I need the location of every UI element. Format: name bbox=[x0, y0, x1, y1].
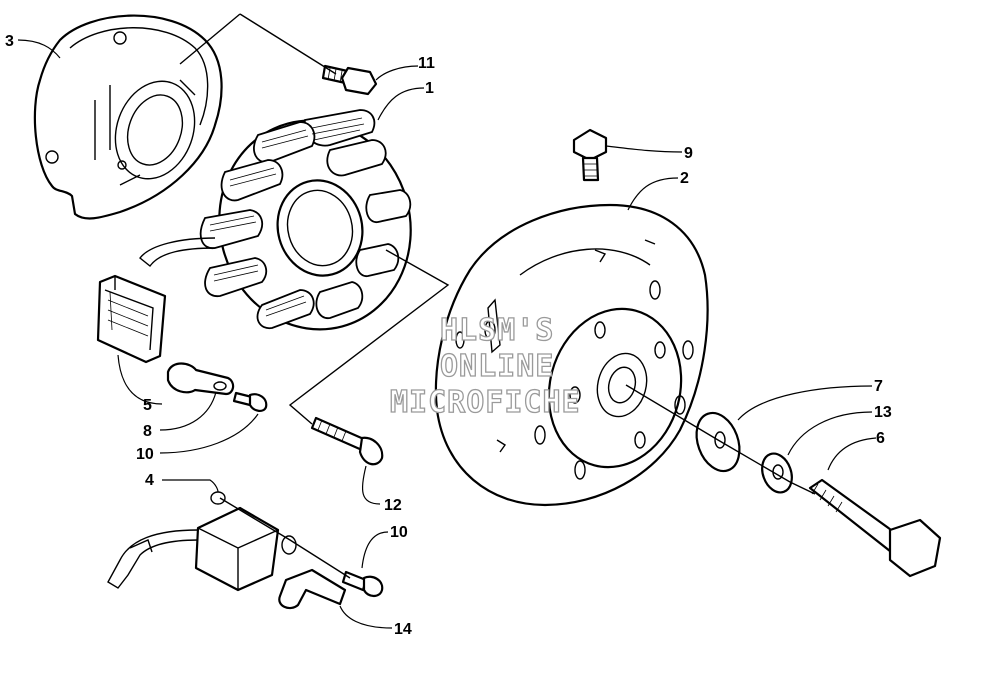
watermark: HLSM'S ONLINE MICROFICHE bbox=[389, 312, 581, 420]
watermark-line-3: MICROFICHE bbox=[390, 385, 581, 420]
callout-6: 6 bbox=[876, 430, 885, 447]
leader-lines bbox=[17, 13, 877, 629]
callout-10-upper: 10 bbox=[136, 446, 154, 463]
washer-part-7 bbox=[695, 411, 741, 473]
callout-2: 2 bbox=[680, 170, 689, 187]
clamp-part bbox=[166, 362, 235, 396]
callout-labels: 3 1 11 9 2 7 13 6 5 8 10 12 4 10 14 bbox=[5, 33, 892, 638]
callout-11: 11 bbox=[418, 55, 435, 72]
screw-part-upper bbox=[232, 391, 268, 412]
watermark-line-1: HLSM'S bbox=[440, 313, 554, 348]
ignition-module-part bbox=[107, 491, 280, 592]
callout-13: 13 bbox=[874, 404, 892, 421]
callout-8: 8 bbox=[143, 423, 152, 440]
bracket-part bbox=[278, 535, 347, 610]
flywheel-part bbox=[434, 203, 709, 507]
callout-14: 14 bbox=[394, 621, 412, 638]
callout-7: 7 bbox=[874, 378, 883, 395]
callout-3: 3 bbox=[5, 33, 14, 50]
callout-1: 1 bbox=[425, 80, 434, 97]
callout-5: 5 bbox=[143, 397, 152, 414]
callout-4: 4 bbox=[145, 472, 154, 489]
stator-part bbox=[139, 109, 412, 331]
screw-part-lower bbox=[341, 570, 384, 598]
callout-12: 12 bbox=[384, 497, 402, 514]
pad-part bbox=[96, 274, 167, 364]
screw-part-12 bbox=[310, 416, 384, 466]
callout-9: 9 bbox=[684, 145, 693, 162]
callout-10-lower: 10 bbox=[390, 524, 408, 541]
washer-part-13 bbox=[761, 452, 793, 494]
magneto-cover-part bbox=[33, 14, 223, 220]
bolt-part-9 bbox=[572, 128, 608, 182]
watermark-line-2: ONLINE bbox=[440, 349, 554, 384]
flywheel-bolt-part bbox=[808, 478, 942, 578]
